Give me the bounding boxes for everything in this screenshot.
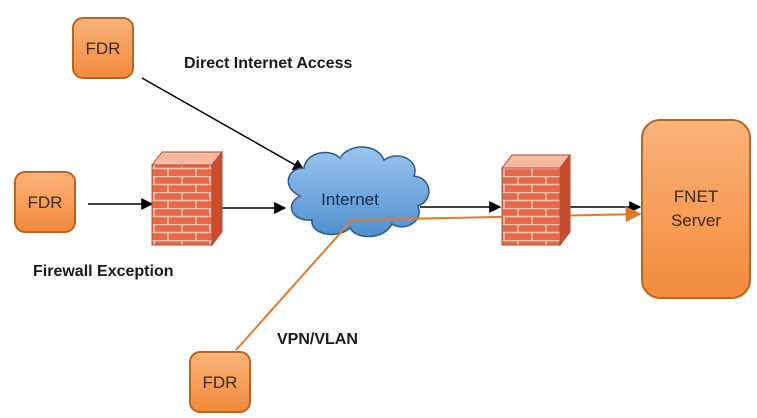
firewall-icon <box>150 150 224 247</box>
fnet-server-box: FNET Server <box>641 119 751 299</box>
direct-access-arrow <box>141 77 306 171</box>
fdr-vpn-label: FDR <box>203 373 238 392</box>
fdr-firewall-label: FDR <box>28 193 63 212</box>
internet-label: Internet <box>321 190 379 209</box>
fdr-box-firewall: FDR <box>14 171 76 233</box>
vpn-label: VPN/VLAN <box>277 331 358 348</box>
server-label-line1: FNET <box>674 187 718 206</box>
vpn-line <box>235 206 642 351</box>
fdr-box-vpn: FDR <box>189 351 251 413</box>
direct-access-label: Direct Internet Access <box>184 55 352 72</box>
fdr-direct-label: FDR <box>86 39 121 58</box>
firewall-exception-label: Firewall Exception <box>33 263 173 280</box>
cloud-icon <box>287 146 430 238</box>
internet-cloud: Internet <box>287 146 430 238</box>
fdr-box-direct: FDR <box>72 17 134 79</box>
firewall-icon <box>500 153 572 247</box>
server-label-line2: Server <box>671 211 721 230</box>
